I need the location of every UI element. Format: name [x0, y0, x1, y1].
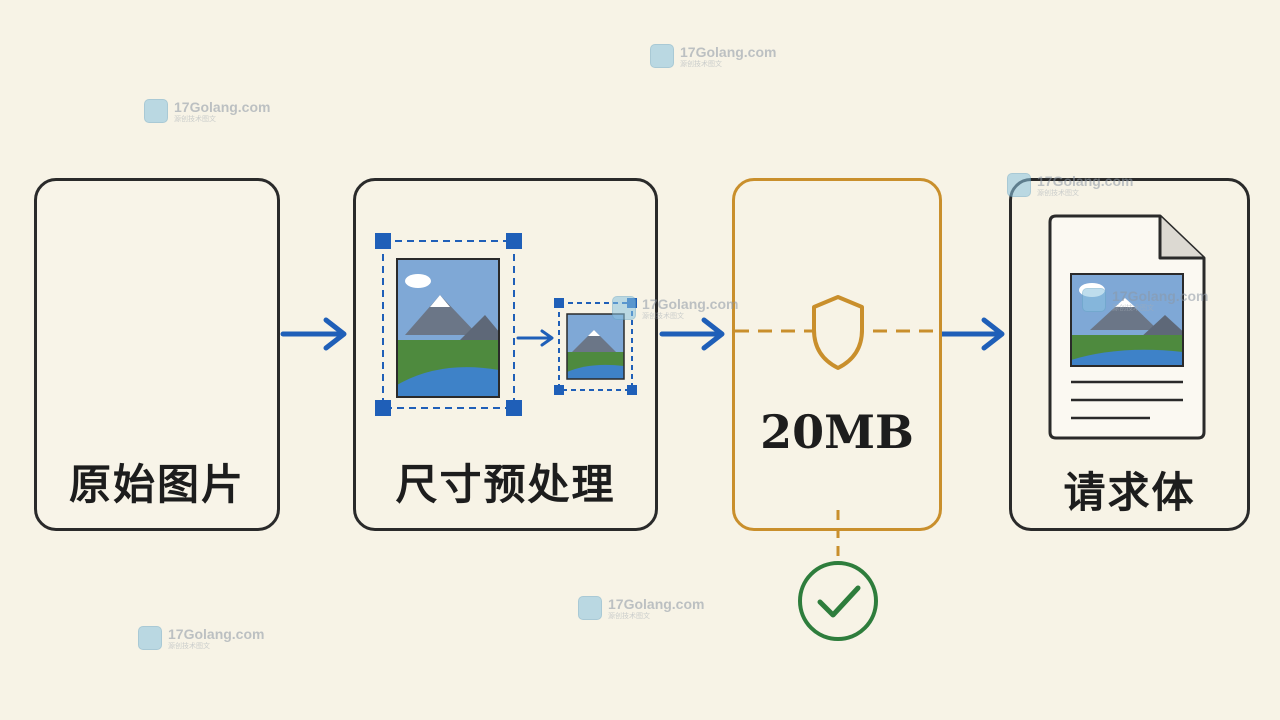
watermark-text: 17Golang.com — [168, 625, 265, 642]
arrow-4 — [939, 317, 1005, 351]
watermark: 17Golang.com 源创技术图文 — [612, 296, 738, 320]
step-card-resize: 尺寸预处理 — [353, 178, 658, 531]
watermark-subtext: 源创技术图文 — [642, 312, 684, 320]
watermark: 17Golang.com 源创技术图文 — [138, 626, 264, 650]
watermark: 17Golang.com 源创技术图文 — [144, 99, 270, 123]
arrow-3 — [659, 317, 725, 351]
size-limit-card: 20MB — [732, 178, 942, 531]
watermark: 17Golang.com 源创技术图文 — [578, 596, 704, 620]
resize-small-image-icon — [554, 298, 637, 395]
watermark-text: 17Golang.com — [1037, 172, 1134, 189]
shield-icon — [812, 295, 864, 370]
watermark-subtext: 源创技术图文 — [1112, 304, 1154, 312]
watermark-subtext: 源创技术图文 — [168, 642, 210, 650]
watermark-text: 17Golang.com — [642, 295, 739, 312]
size-limit-value: 20MB — [760, 405, 914, 459]
watermark-subtext: 源创技术图文 — [1037, 189, 1079, 197]
watermark-logo-icon — [1007, 173, 1031, 197]
watermark: 17Golang.com 源创技术图文 — [1007, 173, 1133, 197]
watermark-logo-icon — [144, 99, 168, 123]
request-document-icon — [1048, 214, 1206, 440]
watermark-subtext: 源创技术图文 — [680, 60, 722, 68]
watermark: 17Golang.com 源创技术图文 — [1082, 288, 1208, 312]
watermark-text: 17Golang.com — [1112, 287, 1209, 304]
watermark-logo-icon — [650, 44, 674, 68]
watermark-logo-icon — [138, 626, 162, 650]
step-label-request-body: 请求体 — [1063, 468, 1196, 517]
check-circle-icon — [798, 561, 878, 641]
watermark-subtext: 源创技术图文 — [608, 612, 650, 620]
watermark-subtext: 源创技术图文 — [174, 115, 216, 123]
watermark-text: 17Golang.com — [680, 43, 777, 60]
watermark-text: 17Golang.com — [174, 98, 271, 115]
arrow-1 — [280, 317, 347, 351]
step-label-original-image: 原始图片 — [68, 460, 245, 509]
step-card-request-body: 请求体 — [1009, 178, 1250, 531]
watermark-text: 17Golang.com — [608, 595, 705, 612]
step-label-resize: 尺寸预处理 — [395, 460, 616, 509]
watermark-logo-icon — [1082, 288, 1106, 312]
watermark: 17Golang.com 源创技术图文 — [650, 44, 776, 68]
watermark-logo-icon — [578, 596, 602, 620]
watermark-logo-icon — [612, 296, 636, 320]
resize-large-image-icon — [375, 233, 522, 416]
arrow-2 — [516, 329, 554, 347]
step-card-original-image: 原始图片 — [34, 178, 280, 531]
